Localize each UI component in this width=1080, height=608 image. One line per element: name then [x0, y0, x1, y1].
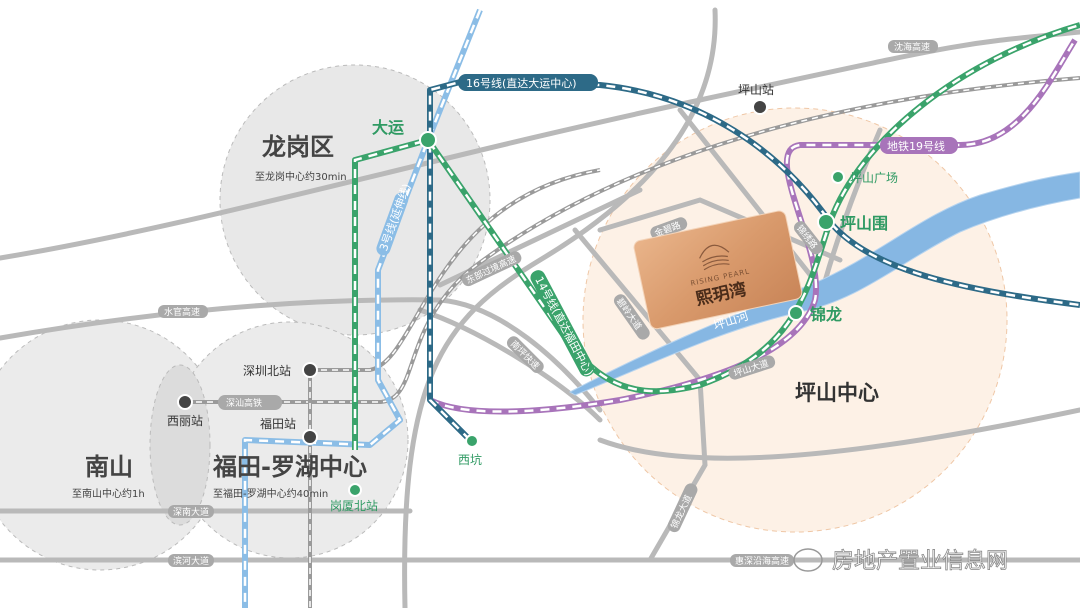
station-pingshan-square[interactable]: 坪山广场 — [831, 170, 898, 185]
rail-station-icon — [752, 99, 768, 115]
rail-lines — [185, 76, 1080, 608]
svg-text:惠深沿海高速: 惠深沿海高速 — [735, 555, 789, 567]
rail-station-icon — [177, 394, 193, 410]
station-shenzhenbei[interactable]: 深圳北站 — [243, 362, 318, 378]
svg-text:深汕高铁: 深汕高铁 — [226, 397, 262, 409]
svg-text:深南大道: 深南大道 — [173, 506, 209, 518]
zone-nanshan-note: 至南山中心约1h — [72, 487, 145, 500]
svg-text:福田站: 福田站 — [260, 416, 296, 431]
transfer-icon — [817, 213, 835, 231]
zone-pingshan-name: 坪山中心 — [795, 381, 879, 405]
svg-text:西丽站: 西丽站 — [167, 414, 203, 428]
svg-text:坪山站: 坪山站 — [738, 83, 774, 97]
zone-longgang-note: 至龙岗中心约30min — [255, 170, 347, 183]
station-pingshanwei[interactable]: 坪山围 — [817, 213, 888, 233]
project-logo-icon — [699, 244, 730, 271]
roads — [0, 7, 1080, 608]
rail-label-shenshan: 深汕高铁 — [218, 395, 282, 410]
line19-label: 地铁19号线 — [880, 137, 958, 154]
rail-station-icon — [302, 429, 318, 445]
svg-text:水官高速: 水官高速 — [164, 306, 200, 318]
line16-label: 16号线(直达大运中心) — [458, 74, 598, 91]
station-dayun[interactable]: 大运 — [372, 118, 437, 149]
svg-text:西坑: 西坑 — [458, 452, 482, 467]
wechat-icon — [793, 548, 823, 572]
svg-text:地铁19号线: 地铁19号线 — [887, 139, 945, 153]
metro-lines — [242, 8, 1080, 608]
road-label-shenhai: 沈海高速 — [888, 40, 938, 53]
zone-longgang-name: 龙岗区 — [262, 133, 334, 161]
svg-text:深圳北站: 深圳北站 — [243, 364, 291, 378]
station-gangxiabei[interactable]: 岗厦北站 — [330, 483, 378, 513]
svg-text:岗厦北站: 岗厦北站 — [330, 499, 378, 513]
svg-text:坪山围: 坪山围 — [840, 214, 888, 233]
metro-icon — [348, 483, 362, 497]
svg-text:坪山广场: 坪山广场 — [850, 171, 898, 185]
watermark: 房地产置业信息网 — [793, 548, 1008, 574]
road-label-huishen: 惠深沿海高速 — [730, 554, 794, 567]
transfer-icon — [419, 131, 437, 149]
project-card[interactable]: RISING PEARL 熙玥湾 — [633, 210, 803, 330]
zones — [0, 64, 1008, 571]
zone-overlap — [149, 364, 211, 526]
svg-text:大运: 大运 — [372, 118, 404, 137]
svg-text:锦龙: 锦龙 — [810, 305, 842, 324]
metro-icon — [788, 305, 804, 321]
zone-futian-name: 福田-罗湖中心 — [212, 453, 367, 481]
metro-icon — [831, 170, 845, 184]
zone-nanshan-name: 南山 — [85, 453, 133, 481]
svg-text:滨河大道: 滨河大道 — [173, 555, 209, 567]
road-label-binhe: 滨河大道 — [168, 554, 214, 567]
svg-text:沈海高速: 沈海高速 — [894, 41, 930, 53]
station-futian[interactable]: 福田站 — [260, 416, 318, 445]
road-label-shennan: 深南大道 — [168, 505, 214, 518]
metro-icon — [465, 434, 479, 448]
rail-station-icon — [302, 362, 318, 378]
zone-futian-note: 至福田-罗湖中心约40min — [213, 487, 328, 500]
station-pingshan-rail[interactable]: 坪山站 — [738, 83, 774, 115]
station-xili[interactable]: 西丽站 — [167, 394, 203, 428]
svg-text:16号线(直达大运中心): 16号线(直达大运中心) — [466, 76, 577, 90]
svg-text:房地产置业信息网: 房地产置业信息网 — [832, 549, 1008, 574]
station-jinlong[interactable]: 锦龙 — [788, 305, 842, 324]
road-label-shuiguan: 水官高速 — [158, 305, 208, 318]
station-xikeng[interactable]: 西坑 — [458, 434, 482, 467]
